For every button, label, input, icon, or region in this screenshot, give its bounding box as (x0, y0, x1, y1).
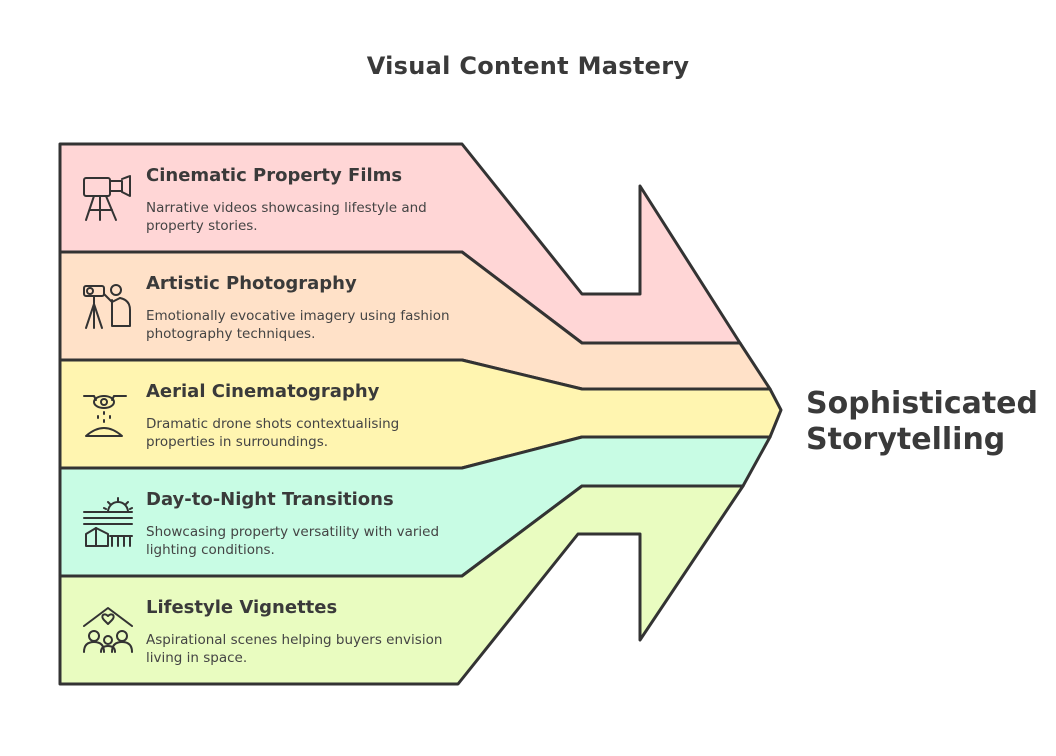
item-description: Emotionally evocative imagery using fash… (146, 308, 450, 342)
conclusion-line-2: Storytelling (806, 422, 1006, 457)
conclusion-label: Sophisticated Storytelling (806, 386, 1046, 458)
item-description: Narrative videos showcasing lifestyle an… (146, 200, 427, 234)
item-title: Lifestyle Vignettes (146, 597, 338, 618)
item-description: Showcasing property versatility with var… (146, 524, 440, 558)
photographer-icon (83, 284, 131, 329)
item-description: Dramatic drone shots contextualising pro… (146, 416, 400, 450)
band-lifestyle-vignettes (58, 484, 745, 686)
diagram-title: Visual Content Mastery (366, 52, 690, 80)
item-title: Cinematic Property Films (146, 165, 403, 186)
item-title: Artistic Photography (146, 273, 357, 294)
drone-icon (83, 395, 127, 437)
conclusion-line-1: Sophisticated (806, 386, 1039, 421)
item-description: Aspirational scenes helping buyers envis… (146, 632, 443, 666)
item-title: Day-to-Night Transitions (146, 489, 394, 510)
family-home-icon (83, 607, 133, 653)
film-camera-icon (83, 175, 131, 221)
item-title: Aerial Cinematography (146, 381, 380, 402)
sunset-house-icon (83, 497, 133, 547)
